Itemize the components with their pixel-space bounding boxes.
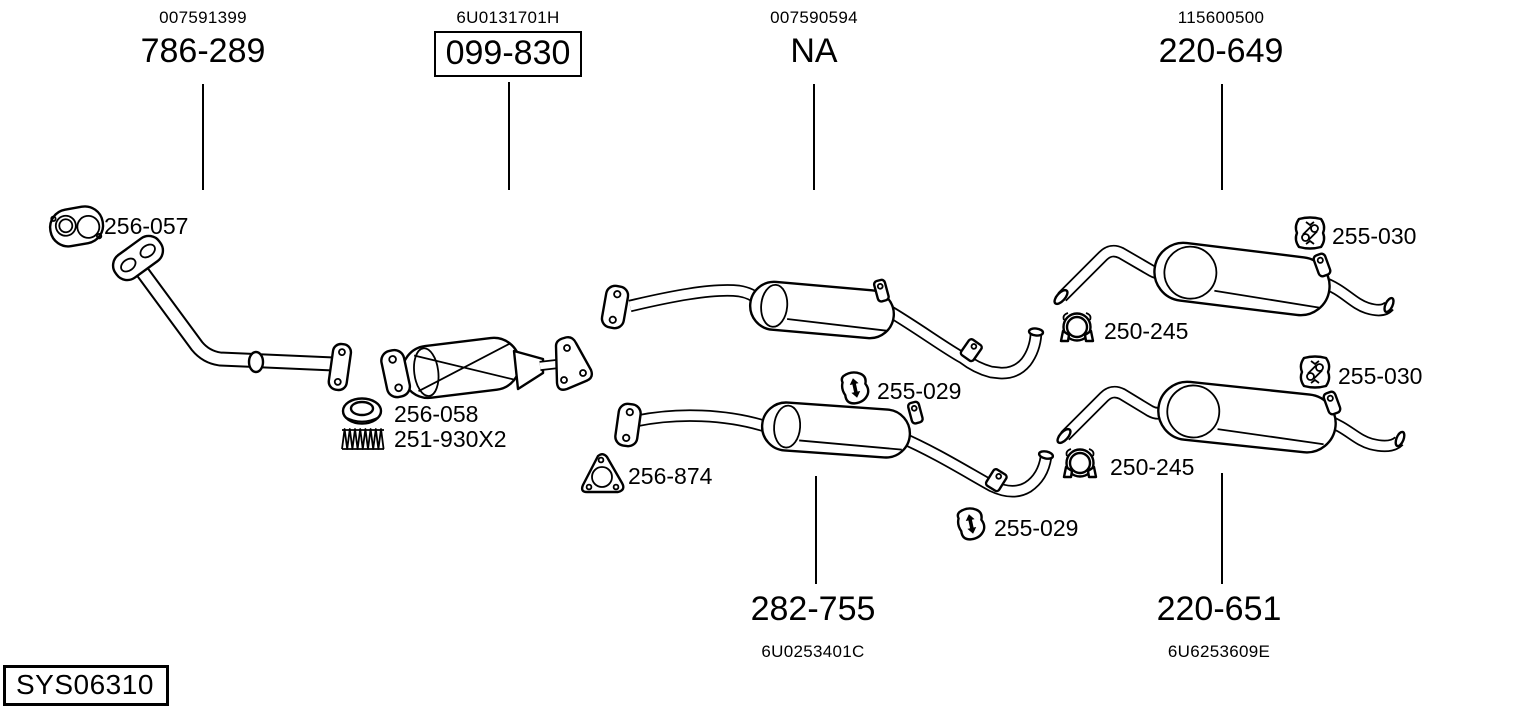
rear-muffler-top-drawing <box>1053 241 1395 317</box>
part-label-hanger-1: 255-029 <box>877 378 962 404</box>
part-label-hanger-4: 255-030 <box>1338 363 1423 389</box>
center-muffler-bottom-drawing <box>614 400 1055 498</box>
oe-ref-number: 6U6253609E <box>1167 642 1271 661</box>
part-number: 282-755 <box>750 590 876 628</box>
part-group-center-muffler-bottom: 282-755 6U0253401C <box>683 586 943 662</box>
oe-ref-number: 6U0253401C <box>761 642 865 661</box>
system-id-box: SYS06310 <box>3 665 169 706</box>
triangle-gasket-icon <box>580 453 625 494</box>
rubber-hanger-icon <box>1294 216 1326 250</box>
leader-lines <box>202 82 1223 584</box>
pipe-clamp-icon <box>1062 447 1098 479</box>
part-number: 220-649 <box>1158 32 1284 70</box>
part-label-spring: 251-930X2 <box>394 426 507 452</box>
catalytic-converter-drawing <box>380 335 594 400</box>
center-muffler-top-drawing <box>600 278 1045 380</box>
part-group-front-pipe: 007591399 786-289 <box>73 8 333 71</box>
part-group-rear-muffler-top: 115600500 220-649 <box>1091 8 1351 71</box>
pipe-clamp-icon <box>1059 311 1095 343</box>
part-number: 220-651 <box>1156 590 1282 628</box>
part-label-gasket: 256-057 <box>104 213 189 239</box>
oe-ref-number: 115600500 <box>1177 8 1265 27</box>
part-label-triangle-gasket: 256-874 <box>628 463 713 489</box>
part-group-center-muffler-top: 007590594 NA <box>684 8 944 71</box>
gasket-icon <box>48 205 105 248</box>
rubber-hanger-icon <box>838 368 872 407</box>
part-label-ring-gasket: 256-058 <box>394 401 479 427</box>
part-label-clamp-1: 250-245 <box>1104 318 1189 344</box>
part-group-rear-muffler-bottom: 220-651 6U6253609E <box>1089 586 1349 662</box>
part-label-hanger-2: 255-029 <box>994 515 1079 541</box>
part-group-catalytic-converter: 6U0131701H 099-830 <box>378 8 638 77</box>
system-id: SYS06310 <box>16 669 154 700</box>
spring-icon <box>341 428 385 450</box>
rubber-hanger-icon <box>1299 355 1331 389</box>
part-number: NA <box>790 32 838 70</box>
part-label-clamp-2: 250-245 <box>1110 454 1195 480</box>
part-number-boxed: 099-830 <box>433 31 583 77</box>
oe-ref-number: 007590594 <box>770 8 858 27</box>
rear-muffler-bottom-drawing <box>1056 380 1406 454</box>
front-pipe-drawing <box>111 234 353 392</box>
rubber-hanger-icon <box>954 504 988 543</box>
oe-ref-number: 007591399 <box>159 8 247 27</box>
part-label-hanger-3: 255-030 <box>1332 223 1417 249</box>
part-number: 786-289 <box>140 32 266 70</box>
oe-ref-number: 6U0131701H <box>456 8 560 27</box>
ring-gasket-icon <box>341 397 383 425</box>
